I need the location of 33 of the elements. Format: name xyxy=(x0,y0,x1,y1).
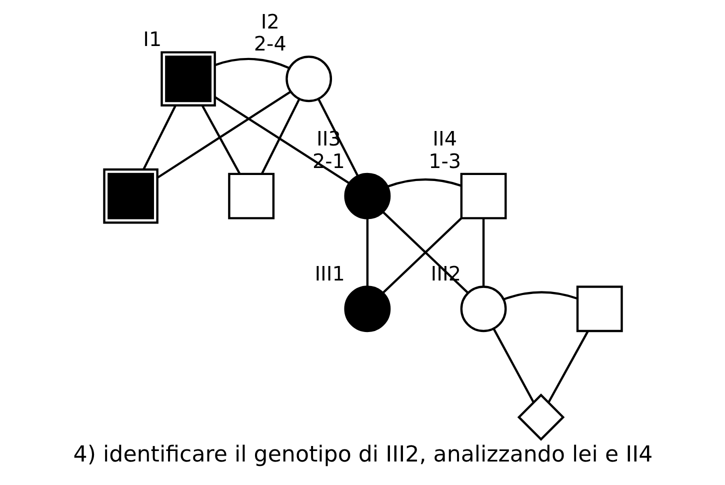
node-label: I2 xyxy=(260,10,279,34)
connector xyxy=(547,330,588,403)
node-label: 2-1 xyxy=(312,150,344,173)
node-circle xyxy=(344,172,390,220)
connector xyxy=(214,96,350,184)
node-label: III1 xyxy=(314,262,344,286)
connector xyxy=(386,178,461,188)
connector xyxy=(366,218,368,286)
node-box xyxy=(460,172,506,220)
node-label: I1 xyxy=(142,28,162,52)
node-circle xyxy=(344,286,390,332)
caption: 4) identificare il genotipo di III2, analizzando lei e II4 xyxy=(72,441,652,468)
connector xyxy=(317,98,358,176)
connector xyxy=(492,328,534,403)
connector xyxy=(382,211,468,294)
node-circle xyxy=(285,56,332,102)
connector xyxy=(142,104,176,170)
node-circle xyxy=(460,286,506,332)
connector xyxy=(382,218,462,294)
node-label: 1-3 xyxy=(428,150,461,173)
node-box xyxy=(160,51,216,106)
node-box xyxy=(576,286,622,332)
connector xyxy=(200,104,240,174)
node-box xyxy=(102,168,158,224)
node-label: 2-4 xyxy=(253,32,286,56)
connector xyxy=(482,218,484,286)
connector xyxy=(156,90,291,179)
connector xyxy=(503,291,578,300)
node-box xyxy=(228,172,274,220)
node-label: II4 xyxy=(432,128,457,151)
node-diamond xyxy=(516,394,564,441)
connector xyxy=(260,98,300,174)
connector xyxy=(214,58,290,70)
